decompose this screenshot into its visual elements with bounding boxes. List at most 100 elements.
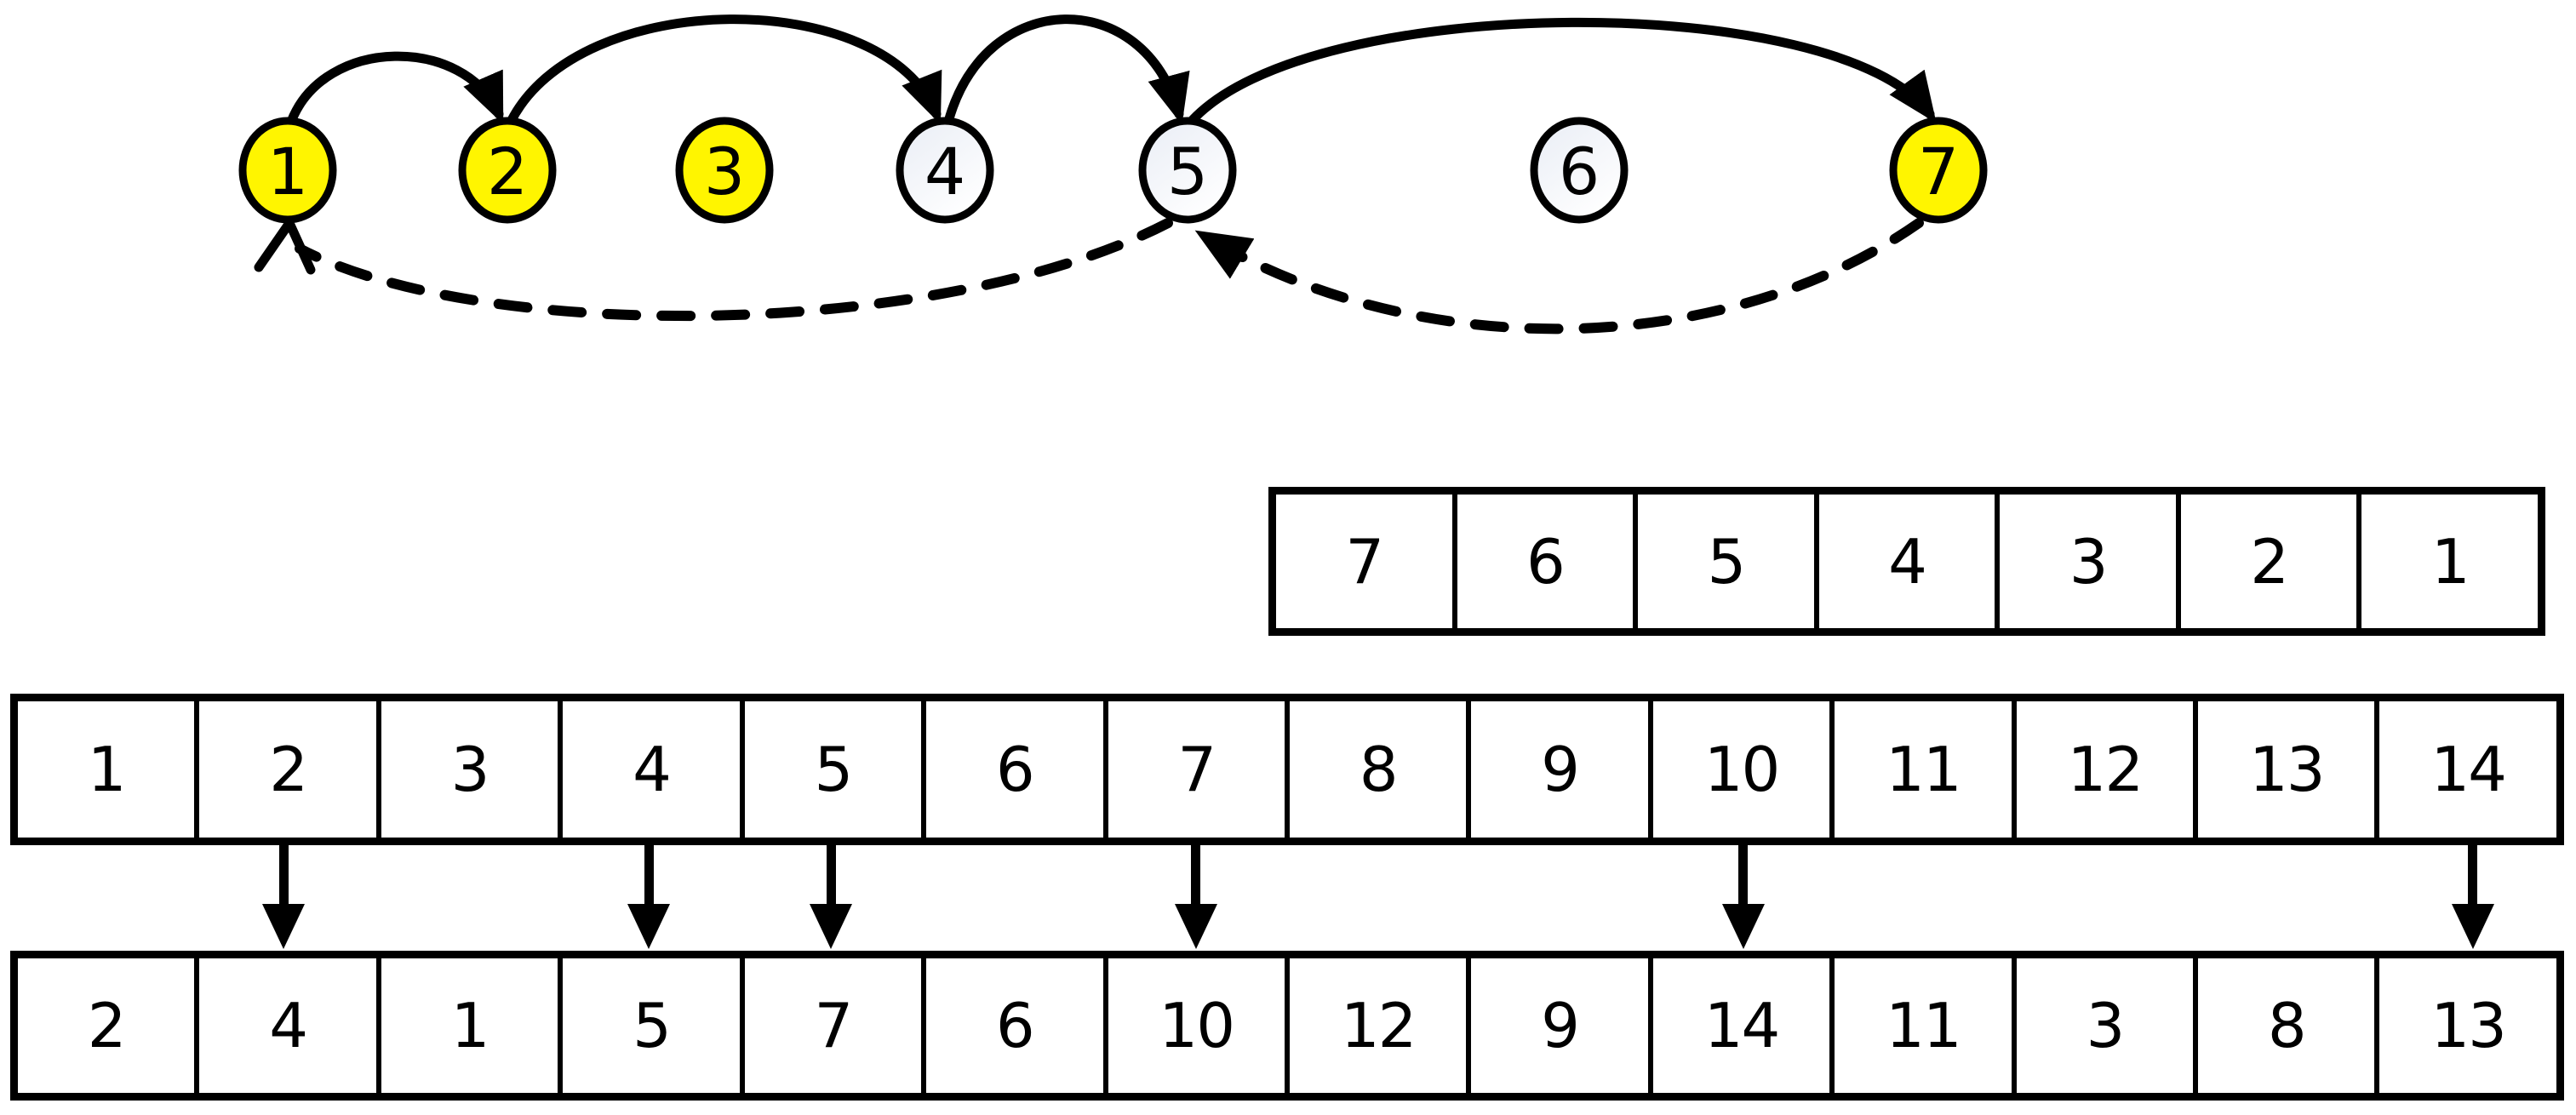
array-cell: 10 [1108, 958, 1290, 1093]
array-cell: 3 [2017, 958, 2199, 1093]
solid-forward-arrow [506, 14, 942, 127]
node-label: 1 [267, 134, 308, 209]
list-node: 5 [1138, 117, 1237, 224]
array-cell: 9 [1471, 701, 1653, 838]
cell-value: 6 [995, 734, 1035, 805]
array-cell: 10 [1653, 701, 1835, 838]
array-cell: 1 [18, 701, 200, 838]
cell-value: 6 [1526, 525, 1566, 598]
array-cell: 7 [1108, 701, 1290, 838]
cell-value: 12 [2067, 734, 2144, 805]
cell-value: 12 [1340, 990, 1417, 1061]
cell-value: 6 [995, 990, 1035, 1061]
node-label: 5 [1167, 134, 1208, 209]
array-cell: 11 [1835, 958, 2017, 1093]
array-cell: 11 [1835, 701, 2017, 838]
array-cell: 13 [2198, 701, 2380, 838]
array-cell: 13 [2379, 958, 2556, 1093]
array-cell: 12 [2017, 701, 2199, 838]
down-arrow-head-icon [627, 904, 670, 949]
cell-value: 7 [814, 990, 853, 1061]
list-node: 4 [896, 117, 994, 224]
caret-arrowhead-icon [254, 218, 316, 275]
cell-value: 1 [2430, 525, 2470, 598]
cell-value: 1 [87, 734, 127, 805]
down-arrow-head-icon [1174, 904, 1217, 949]
down-arrow-tail [1738, 845, 1749, 906]
array-cell: 4 [199, 958, 381, 1093]
cell-value: 14 [1703, 990, 1781, 1061]
down-arrow-head-icon [2451, 904, 2494, 949]
cell-value: 2 [2250, 525, 2289, 598]
linked-list-diagram: 1 2 3 4 5 6 7 [238, 14, 1988, 334]
dashed-back-arrow [1194, 218, 1924, 334]
array-cell: 1 [2361, 495, 2538, 628]
down-arrow-tail [826, 845, 836, 906]
array-cell: 6 [1457, 495, 1639, 628]
cell-value: 5 [1707, 525, 1747, 598]
cell-value: 4 [1888, 525, 1927, 598]
cell-value: 9 [1541, 734, 1580, 805]
list-node: 3 [675, 117, 774, 224]
list-node: 6 [1530, 117, 1629, 224]
array-cell: 4 [1819, 495, 2001, 628]
cell-value: 7 [1345, 525, 1384, 598]
cell-value: 11 [1886, 990, 1962, 1061]
array-cell: 3 [381, 701, 564, 838]
array-cell: 12 [1290, 958, 1472, 1093]
array-cell: 2 [18, 958, 200, 1093]
array-cell: 14 [1653, 958, 1835, 1093]
cell-value: 5 [633, 990, 672, 1061]
cell-value: 7 [1177, 734, 1216, 805]
cell-value: 4 [269, 990, 308, 1061]
node-label: 6 [1559, 134, 1600, 209]
cell-value: 13 [2430, 990, 2507, 1061]
cell-value: 13 [2248, 734, 2326, 805]
array-cell: 9 [1471, 958, 1653, 1093]
node-label: 2 [487, 134, 528, 209]
down-arrow-tail [1191, 845, 1201, 906]
cell-value: 3 [450, 734, 490, 805]
cell-value: 10 [1159, 990, 1235, 1061]
cell-value: 2 [87, 990, 127, 1061]
cell-value: 8 [2267, 990, 2307, 1061]
solid-forward-arrow [1186, 17, 1937, 127]
list-node: 1 [238, 117, 337, 224]
cell-value: 8 [1359, 734, 1399, 805]
array-cell: 8 [1290, 701, 1472, 838]
cell-value: 1 [450, 990, 490, 1061]
down-arrow-tail [2468, 845, 2478, 906]
cell-value: 11 [1886, 734, 1962, 805]
node-label: 3 [704, 134, 745, 209]
node-label: 7 [1918, 134, 1959, 209]
down-arrow-head-icon [810, 904, 853, 949]
down-arrow-head-icon [262, 904, 306, 949]
solid-forward-arrow [943, 14, 1190, 127]
array-cell: 2 [2181, 495, 2362, 628]
cell-value: 3 [2086, 990, 2125, 1061]
array-cell: 5 [563, 958, 745, 1093]
cell-value: 9 [1541, 990, 1580, 1061]
array-cell: 6 [926, 701, 1108, 838]
array-cell: 14 [2379, 701, 2556, 838]
node-label: 4 [924, 134, 965, 209]
array-cell: 6 [926, 958, 1108, 1093]
list-node: 2 [458, 117, 557, 224]
permuted-array: 2 4 1 5 7 6 10 12 9 14 11 3 8 13 [10, 951, 2564, 1101]
array-cell: 7 [745, 958, 927, 1093]
list-node: 7 [1889, 117, 1988, 224]
cell-value: 4 [633, 734, 672, 805]
array-cell: 3 [2000, 495, 2181, 628]
array-cell: 5 [745, 701, 927, 838]
down-arrow-head-icon [1721, 904, 1765, 949]
cell-value: 10 [1703, 734, 1781, 805]
array-cell: 5 [1638, 495, 1819, 628]
cell-value: 14 [2430, 734, 2507, 805]
array-cell: 7 [1276, 495, 1457, 628]
cell-value: 2 [269, 734, 308, 805]
array-cell: 4 [563, 701, 745, 838]
array-cell: 1 [381, 958, 564, 1093]
